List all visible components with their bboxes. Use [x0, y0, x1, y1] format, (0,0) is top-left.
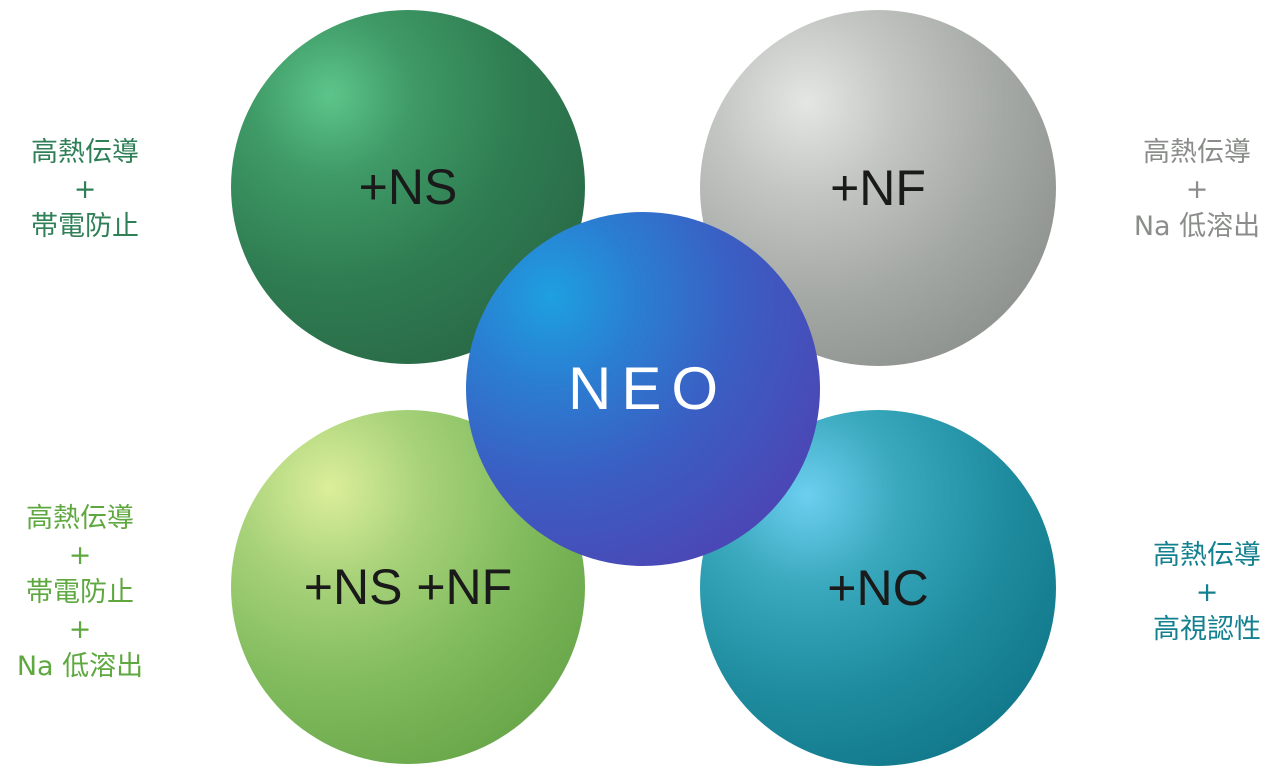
description-ns-nf: 高熱伝導 + 帯電防止 + Na 低溶出 [0, 500, 160, 685]
description-line: + [68, 614, 92, 645]
sphere-ns-nf: +NS +NF [231, 410, 585, 764]
description-line: + [1195, 577, 1219, 608]
description-line: 高視認性 [1153, 614, 1261, 645]
description-line: + [73, 174, 97, 205]
description-line: 高熱伝導 [1143, 137, 1251, 168]
description-line: + [1185, 174, 1209, 205]
description-ns: 高熱伝導 + 帯電防止 [10, 134, 160, 245]
sphere-neo-label: NEO [567, 355, 729, 422]
description-line: 高熱伝導 [26, 503, 134, 534]
sphere-nc-label: +NC [827, 560, 929, 616]
description-line: Na 低溶出 [1133, 211, 1261, 242]
description-nf: 高熱伝導 + Na 低溶出 [1110, 134, 1284, 245]
description-nc: 高熱伝導 + 高視認性 [1130, 537, 1284, 648]
sphere-ns-nf-label: +NS +NF [303, 559, 513, 615]
sphere-neo-center: NEO [466, 212, 820, 566]
description-line: 帯電防止 [26, 577, 134, 608]
description-line: Na 低溶出 [16, 651, 144, 682]
sphere-ns-label: +NS [358, 159, 458, 215]
description-line: 高熱伝導 [1153, 540, 1261, 571]
description-line: 高熱伝導 [31, 137, 139, 168]
sphere-nf-label: +NF [830, 160, 926, 216]
description-line: + [68, 540, 92, 571]
sphere-ns: +NS [231, 10, 585, 364]
description-line: 帯電防止 [31, 211, 139, 242]
